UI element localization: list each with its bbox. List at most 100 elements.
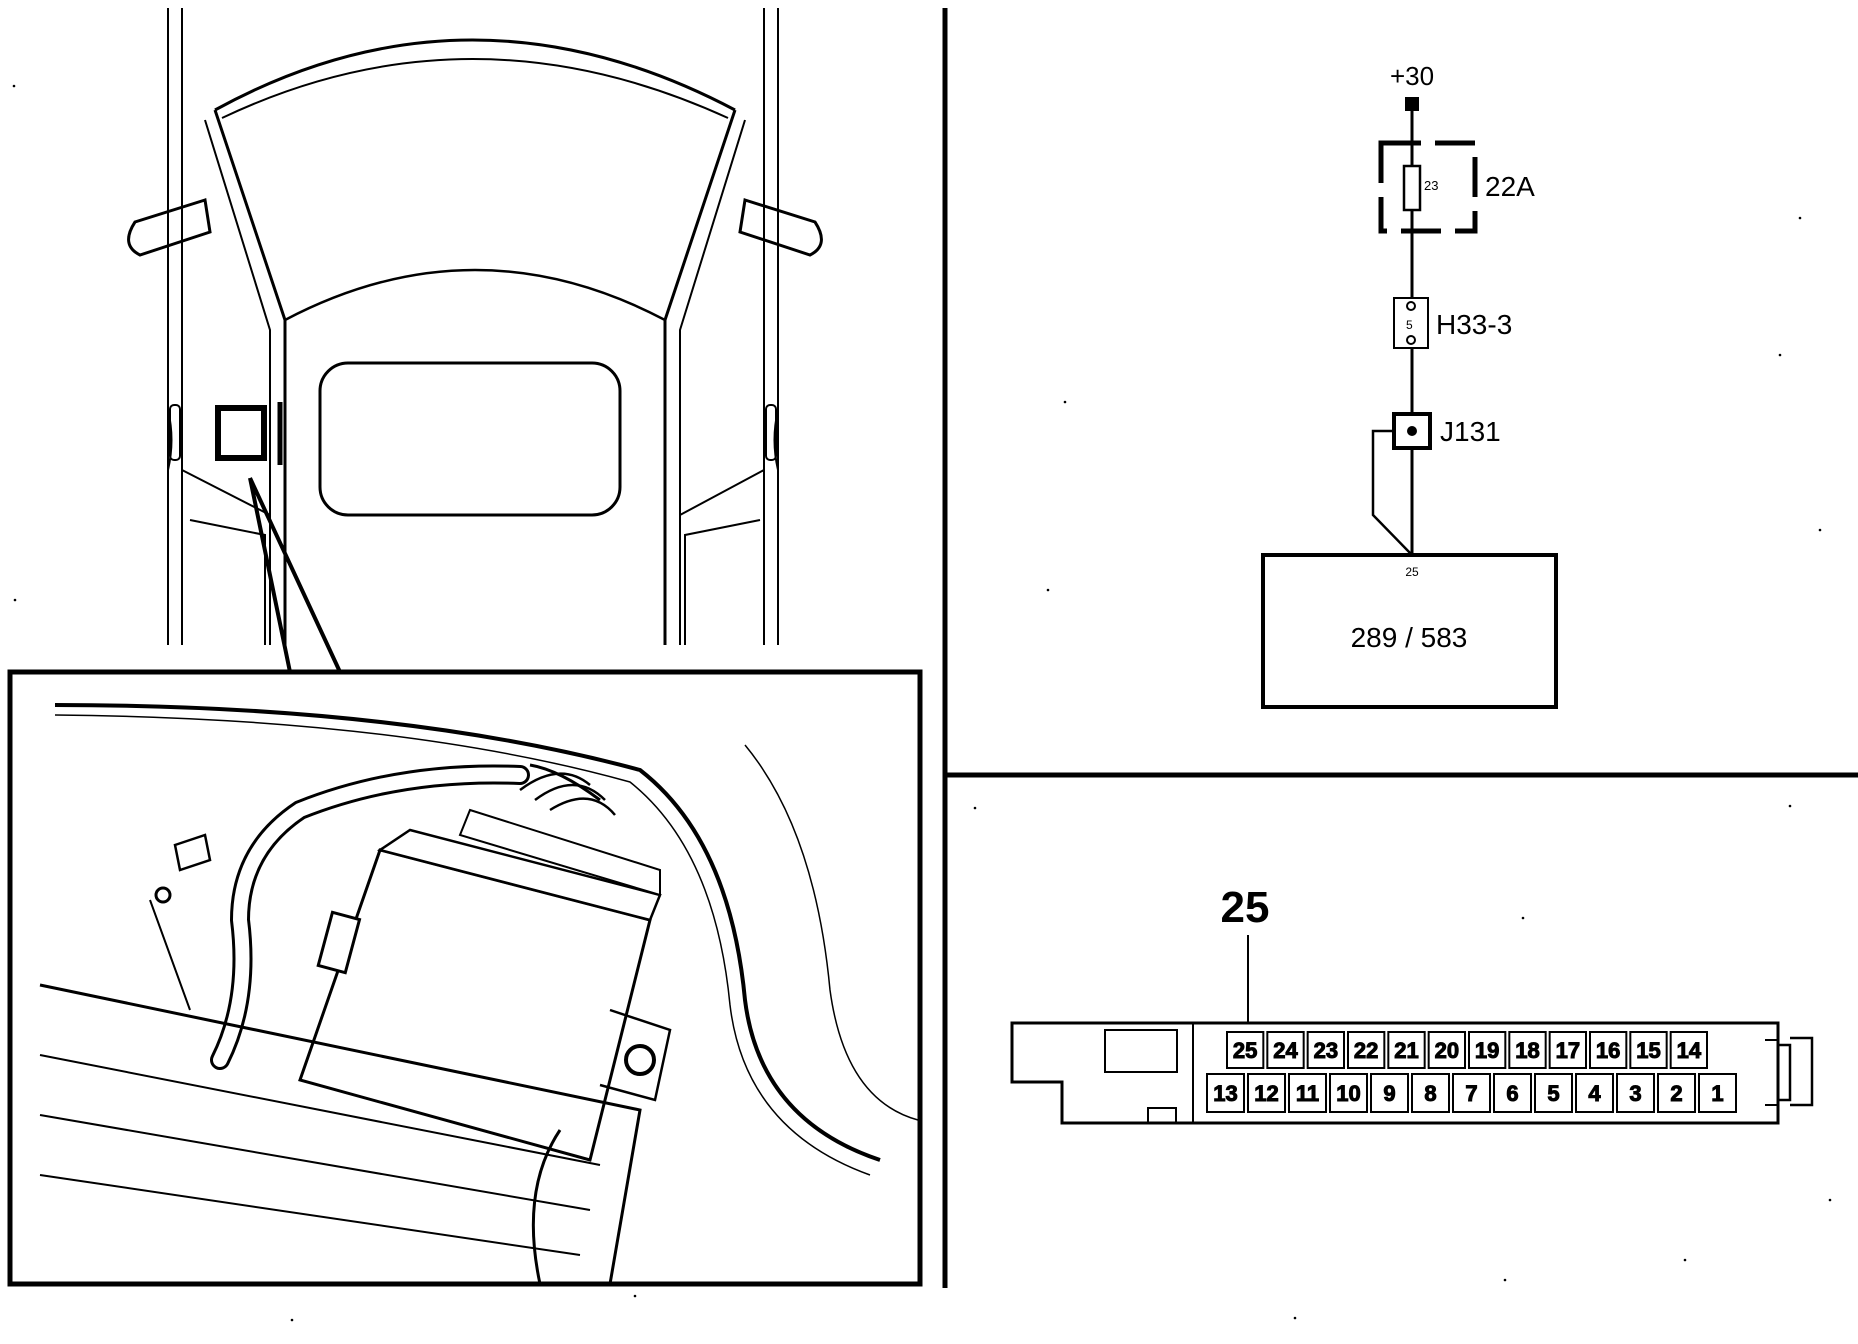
pin-box [1508, 1031, 1547, 1069]
scan-specks [12, 84, 1832, 1322]
left-mirror [127, 198, 212, 257]
right-mirror [738, 198, 823, 257]
pin-box [1427, 1031, 1466, 1069]
module-box [1261, 553, 1558, 709]
pin-number: 4 [1588, 1081, 1601, 1106]
pin-box [1411, 1073, 1450, 1113]
pin-cell-12: 12 [1247, 1073, 1286, 1113]
pin-box [1329, 1073, 1368, 1113]
pin-number: 13 [1213, 1081, 1237, 1106]
pin-box [1247, 1073, 1286, 1113]
module-pin: 25 [1405, 565, 1419, 579]
pin-number: 22 [1354, 1038, 1378, 1063]
pin-cell-23: 23 [1306, 1031, 1345, 1069]
pin-number: 24 [1273, 1038, 1298, 1063]
pin-number: 15 [1636, 1038, 1660, 1063]
pin-box [1629, 1031, 1668, 1069]
circuit-schematic: +30 23 22A 5 H33-3 J131 25 289 / 583 [1261, 61, 1558, 709]
pin-cell-16: 16 [1589, 1031, 1628, 1069]
pin-cell-11: 11 [1288, 1073, 1327, 1113]
pin-row-top: 25 24 23 22 21 20 19 18 17 16 15 14 [1226, 1031, 1708, 1069]
pin-number: 16 [1596, 1038, 1620, 1063]
pin-cell-13: 13 [1206, 1073, 1245, 1113]
pin-cell-8: 8 [1411, 1073, 1450, 1113]
pin-box [1370, 1073, 1409, 1113]
module-label: 289 / 583 [1351, 622, 1468, 653]
detail-frame [7, 669, 923, 1287]
pin-box [1452, 1073, 1491, 1113]
callout-pointer [248, 477, 342, 673]
pin-cell-7: 7 [1452, 1073, 1491, 1113]
splice-label: J131 [1440, 416, 1501, 447]
sunroof [318, 361, 622, 517]
pin-box [1306, 1031, 1345, 1069]
pin-cell-18: 18 [1508, 1031, 1547, 1069]
pin-box [1698, 1073, 1737, 1113]
callout-pin-label: 25 [1221, 883, 1270, 932]
pin-cell-14: 14 [1669, 1031, 1708, 1069]
connector-plug [1778, 1036, 1814, 1107]
pin-box [1534, 1073, 1573, 1113]
pin-number: 3 [1629, 1081, 1641, 1106]
connector-label: H33-3 [1436, 309, 1512, 340]
pin-number: 12 [1254, 1081, 1278, 1106]
pin-cell-24: 24 [1266, 1031, 1305, 1069]
pin-number: 9 [1383, 1081, 1395, 1106]
pin-cell-6: 6 [1493, 1073, 1532, 1113]
control-module [298, 808, 672, 1162]
pin-cell-10: 10 [1329, 1073, 1368, 1113]
pin-number: 23 [1314, 1038, 1338, 1063]
pin-cell-22: 22 [1347, 1031, 1386, 1069]
pin-number: 6 [1506, 1081, 1518, 1106]
pin-cell-9: 9 [1370, 1073, 1409, 1113]
pin-row-bottom: 13 12 11 10 9 8 7 6 5 4 3 2 1 [1206, 1073, 1737, 1113]
supply-label: +30 [1390, 61, 1434, 91]
pin-box [1468, 1031, 1507, 1069]
pin-number: 25 [1233, 1038, 1257, 1063]
pin-cell-2: 2 [1657, 1073, 1696, 1113]
location-marker [215, 405, 267, 461]
pin-box [1226, 1031, 1265, 1069]
pin-number: 20 [1435, 1038, 1459, 1063]
panel-dividers [942, 8, 1858, 1288]
pin-cell-15: 15 [1629, 1031, 1668, 1069]
pin-box [1387, 1031, 1426, 1069]
pin-cell-3: 3 [1616, 1073, 1655, 1113]
pin-cell-21: 21 [1387, 1031, 1426, 1069]
pin-box [1548, 1031, 1587, 1069]
pin-cell-20: 20 [1427, 1031, 1466, 1069]
pin-cell-5: 5 [1534, 1073, 1573, 1113]
pin-number: 14 [1677, 1038, 1702, 1063]
car-top-view [127, 8, 823, 673]
pin-cell-19: 19 [1468, 1031, 1507, 1069]
pin-box [1266, 1031, 1305, 1069]
pin-cell-25: 25 [1226, 1031, 1265, 1069]
pin-box [1616, 1073, 1655, 1113]
pin-cell-4: 4 [1575, 1073, 1614, 1113]
supply-terminal [1405, 97, 1419, 111]
detail-inset [7, 669, 923, 1287]
pin-box [1206, 1073, 1245, 1113]
pin-number: 8 [1424, 1081, 1436, 1106]
pin-box [1288, 1073, 1327, 1113]
pin-number: 11 [1296, 1081, 1319, 1106]
mounting-bolt [624, 1044, 656, 1076]
pin-box [1669, 1031, 1708, 1069]
pin-box [1493, 1073, 1532, 1113]
pin-box [1575, 1073, 1614, 1113]
fuse-label: 22A [1485, 171, 1535, 202]
connector-pin: 5 [1406, 318, 1413, 332]
latch-window [1104, 1029, 1178, 1073]
pin-cell-17: 17 [1548, 1031, 1587, 1069]
pin-box [1347, 1031, 1386, 1069]
pin-number: 5 [1547, 1081, 1559, 1106]
pin-number: 7 [1465, 1081, 1477, 1106]
pin-number: 18 [1515, 1038, 1539, 1063]
pin-number: 1 [1711, 1081, 1723, 1106]
pin-number: 21 [1394, 1038, 1418, 1063]
fuse-number: 23 [1424, 178, 1438, 193]
pin-number: 10 [1336, 1081, 1360, 1106]
pin-number: 19 [1475, 1038, 1499, 1063]
pin-number: 2 [1670, 1081, 1682, 1106]
